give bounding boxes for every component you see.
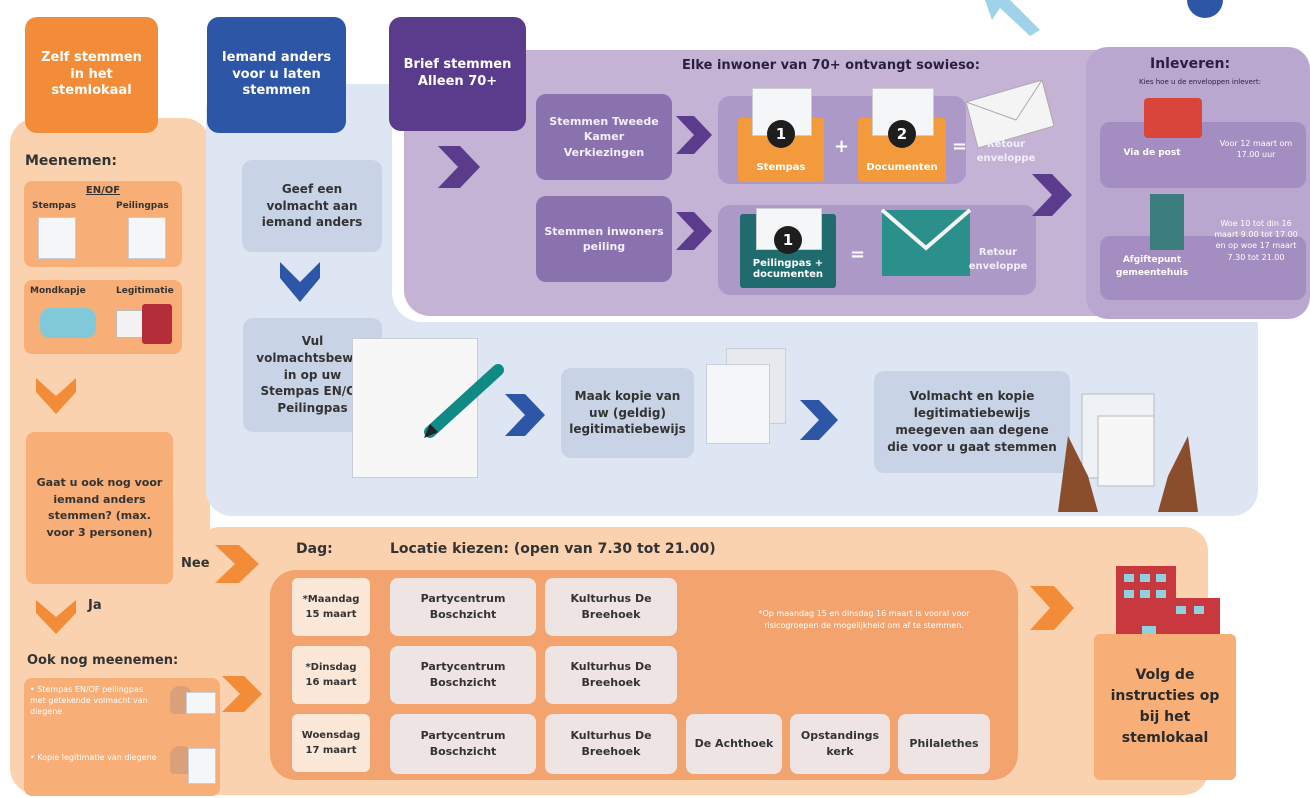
locatie-title: Locatie kiezen: (open van 7.30 tot 21.00…: [390, 541, 716, 557]
mondkapje-label: Mondkapje: [30, 286, 86, 296]
stempas-peilingpas-card: EN/OF Stempas Peilingpas: [24, 181, 182, 267]
kopie-legitimatie-card: Maak kopie van uw (geldig) legitimatiebe…: [561, 368, 694, 458]
ja-label: Ja: [88, 598, 102, 613]
loc-row3-boschzicht: Partycentrum Boschzicht: [390, 714, 536, 774]
person-icon-2: [170, 746, 192, 774]
locatie-note: *Op maandag 15 en dinsdag 16 maart is vo…: [758, 609, 970, 630]
id-copy-small-icon: [188, 748, 216, 784]
inleveren-subtitle: Kies hoe u de enveloppen inlevert:: [1139, 78, 1261, 86]
row2-label-card: Stemmen inwoners peiling: [536, 196, 672, 282]
volmacht-meegeven-card: Volmacht en kopie legitimatiebewijs meeg…: [874, 371, 1070, 473]
retour-label-2: Retour enveloppe: [968, 247, 1028, 272]
id-copies-icon-front: [706, 364, 770, 444]
retour-envelope-icon-1: [965, 79, 1055, 150]
chevron-right-purple-main-icon: [438, 146, 480, 188]
chevron-down-icon: [36, 378, 76, 414]
chevron-down-ja-icon: [36, 600, 76, 634]
en-of-label: EN/OF: [85, 185, 121, 196]
passport-icon: [142, 304, 172, 344]
cursor-icon: [980, 0, 1060, 36]
inleveren-opt1-box: [1100, 122, 1306, 188]
mailbox-icon: [1144, 98, 1202, 138]
chevron-right-blue-icon-2: [800, 400, 838, 440]
pen-icon: [420, 360, 510, 440]
mondkapje-legitimatie-card: Mondkapje Legitimatie: [24, 280, 182, 354]
day-3: Woensdag 17 maart: [292, 714, 370, 772]
stempas-env-label: Stempas: [756, 162, 806, 173]
equals-sign-2: =: [850, 244, 866, 265]
inleveren-opt1-time: Voor 12 maart om 17.00 uur: [1219, 139, 1293, 160]
chevron-right-ook-icon: [222, 676, 262, 712]
plus-sign: +: [834, 136, 850, 157]
inleveren-opt1-label: Via de post: [1123, 148, 1181, 158]
chevron-right-nee-icon: [215, 545, 259, 583]
num-2-badge: 2: [888, 120, 916, 148]
legitimatie-label: Legitimatie: [116, 286, 174, 296]
loc-row1-breehoek: Kulturhus De Breehoek: [545, 578, 677, 636]
inleveren-opt2-box: [1100, 236, 1306, 300]
inleveren-title: Inleveren:: [1150, 56, 1231, 72]
ook-item-1-text: Stempas EN/OF peilingpas met getekende v…: [30, 685, 148, 717]
inleveren-opt2-label: Afgiftepunt gemeentehuis: [1115, 255, 1189, 278]
peilingpas-label: Peilingpas: [116, 201, 169, 211]
brief-stemmen-header: Brief stemmen Alleen 70+: [389, 17, 526, 131]
blue-circle-icon: [1185, 0, 1225, 22]
num-1-badge: 1: [767, 120, 795, 148]
chevron-right-row1-icon: [676, 116, 712, 154]
row1-label-card: Stemmen Tweede Kamer Verkiezingen: [536, 94, 672, 180]
ook-item-2: • Kopie legitimatie van diegene: [30, 753, 157, 762]
mondkapje-icon: [40, 308, 96, 338]
geef-volmacht-card: Geef een volmacht aan iemand anders: [242, 160, 382, 252]
chevron-right-blue-icon-1: [505, 394, 545, 436]
documenten-env-label: Documenten: [866, 162, 938, 173]
loc-row3-breehoek: Kulturhus De Breehoek: [545, 714, 677, 774]
ook-meenemen-title: Ook nog meenemen:: [27, 653, 179, 668]
ook-item-1: • Stempas EN/OF peilingpas met getekende…: [30, 685, 148, 717]
peilingpas-env-label: Peilingpas + documenten: [752, 258, 824, 280]
loc-row3-philalethes: Philalethes: [898, 714, 990, 774]
loc-row3-opstandingskerk: Opstandings kerk: [790, 714, 890, 774]
chevron-right-row2-icon: [676, 212, 712, 250]
loc-row3-achthoek: De Achthoek: [686, 714, 782, 774]
iemand-anders-header: Iemand anders voor u laten stemmen: [207, 17, 346, 133]
inleveren-opt2-time: Woe 10 tot din 16 maart 9.00 tot 17.00 e…: [1214, 219, 1298, 262]
day-2: *Dinsdag 16 maart: [292, 646, 370, 704]
stempas-small-icon: [186, 692, 216, 714]
retour-label-1: Retour enveloppe: [976, 139, 1036, 164]
peilingpas-document-icon: [128, 217, 166, 259]
nee-label: Nee: [181, 556, 210, 571]
ook-item-2-text: Kopie legitimatie van diegene: [37, 753, 157, 762]
day-1: *Maandag 15 maart: [292, 578, 370, 636]
brief-title: Elke inwoner van 70+ ontvangt sowieso:: [682, 58, 980, 73]
stempas-document-icon: [38, 217, 76, 259]
stempas-label: Stempas: [32, 201, 77, 211]
gemeentehuis-icon: [1150, 194, 1184, 250]
chevron-right-to-stemlokaal-icon: [1030, 586, 1074, 630]
num-1-badge-row2: 1: [774, 226, 802, 254]
volg-instructies-card: Volg de instructies op bij het stemlokaa…: [1094, 634, 1236, 780]
ook-meenemen-card: • Stempas EN/OF peilingpas met getekende…: [24, 678, 220, 796]
dag-title: Dag:: [296, 541, 333, 557]
question-card: Gaat u ook nog voor iemand anders stemme…: [26, 432, 173, 584]
meenemen-title: Meenemen:: [25, 153, 118, 169]
equals-sign-1: =: [952, 136, 968, 157]
loc-row2-breehoek: Kulturhus De Breehoek: [545, 646, 677, 704]
loc-row2-boschzicht: Partycentrum Boschzicht: [390, 646, 536, 704]
chevron-down-blue-icon: [280, 262, 320, 302]
hands-icon: [1058, 386, 1198, 512]
retour-envelope-icon-2: [880, 208, 972, 278]
zelf-stemmen-header: Zelf stemmen in het stemlokaal: [25, 17, 158, 133]
loc-row1-boschzicht: Partycentrum Boschzicht: [390, 578, 536, 636]
chevron-right-to-inleveren-icon: [1032, 174, 1072, 216]
